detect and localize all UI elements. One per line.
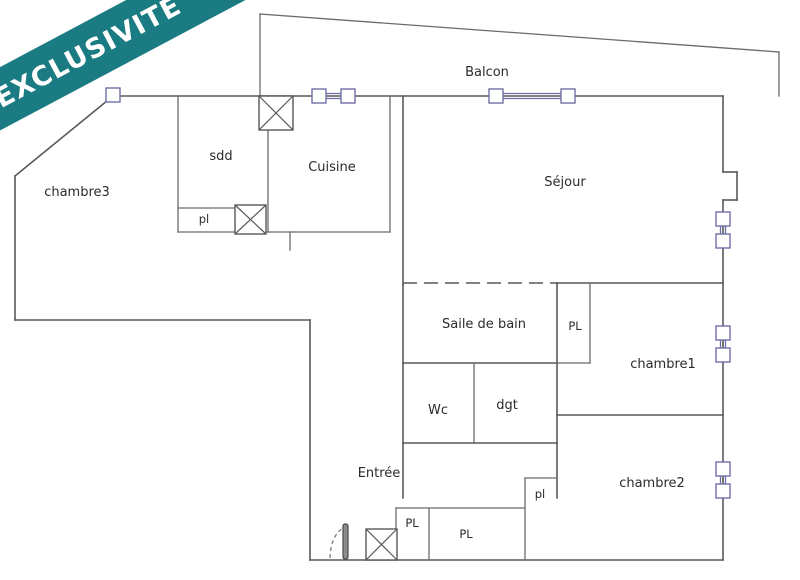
window-symbols [105, 87, 731, 499]
room-label-salle-de-bain: Saile de bain [442, 317, 526, 332]
balcony-outer-edge [259, 13, 780, 53]
room-label-pl-entree-large: PL [459, 527, 473, 541]
room-label-entree: Entrée [358, 466, 401, 481]
room-label-chambre2: chambre2 [619, 476, 685, 491]
room-labels: chambre3 sdd pl Cuisine Balcon Séjour Sa… [44, 65, 696, 541]
entry-door-icon [329, 523, 350, 560]
interior-walls [177, 95, 724, 561]
room-label-pl-sdd: pl [199, 212, 210, 226]
room-label-balcon: Balcon [465, 65, 509, 80]
room-label-cuisine: Cuisine [308, 160, 356, 175]
room-label-chambre1: chambre1 [630, 357, 696, 372]
room-label-chambre3: chambre3 [44, 185, 110, 200]
room-label-pl-entree-small: PL [405, 516, 419, 530]
room-label-pl-bain: PL [568, 319, 582, 333]
window-symbol-icon-cuisine [311, 88, 356, 104]
exterior-walls [13, 13, 780, 561]
window-symbol-icon-chambre1 [715, 325, 731, 363]
duct-shaft-icons [234, 95, 398, 561]
duct-shaft-icon-pl [234, 204, 267, 235]
room-label-dgt: dgt [496, 398, 518, 413]
room-label-wc: Wc [428, 403, 448, 418]
room-label-sejour: Séjour [544, 175, 586, 190]
window-symbol-icon-chambre2 [715, 461, 731, 499]
room-label-pl-right: pl [535, 487, 546, 501]
window-symbol-icon-sejour [488, 88, 576, 104]
duct-shaft-icon-cuisine [258, 95, 294, 131]
window-symbol-icon-chambre3 [105, 87, 121, 103]
chambre3-upper-left-wall [13, 94, 115, 178]
duct-shaft-icon-entree [365, 528, 398, 561]
room-label-sdd: sdd [209, 149, 232, 164]
window-symbol-icon-right-sejour [715, 211, 731, 249]
